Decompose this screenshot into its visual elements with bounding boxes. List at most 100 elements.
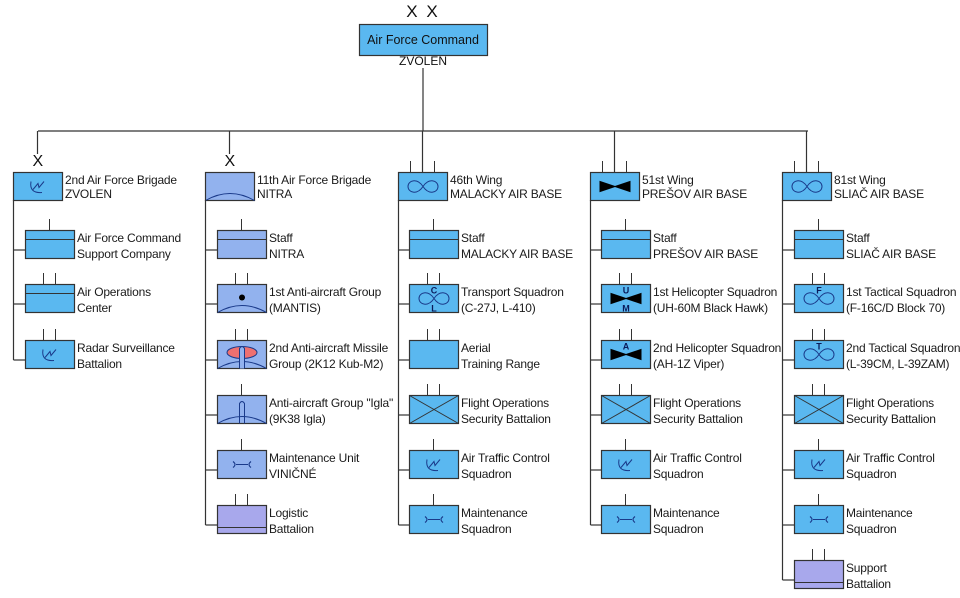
unit-detail: (9K38 Igla)	[269, 412, 326, 426]
unit-box	[216, 504, 268, 535]
unit-detail: (F-16C/D Block 70)	[846, 301, 946, 315]
maintenance-icon	[616, 516, 636, 523]
unit-name: Maintenance	[846, 506, 913, 520]
missile-icon	[239, 401, 245, 424]
unit-4	[205, 439, 268, 480]
maintenance-icon	[809, 516, 829, 523]
unit-detail: Squadron	[461, 467, 512, 481]
unit-detail: Battalion	[77, 357, 122, 371]
radar-signal-icon	[32, 181, 45, 190]
radar-dish-icon	[42, 349, 55, 362]
unit-detail: Center	[77, 301, 112, 315]
unit-name: Logistic	[269, 506, 309, 520]
rotary-wing-icon	[599, 180, 631, 193]
unit-0	[205, 219, 268, 260]
aircraft-type-letter: A	[623, 342, 630, 352]
unit-box-head	[12, 171, 64, 202]
unit-detail: (AH-1Z Viper)	[653, 357, 725, 371]
unit-location: SLIAČ AIR BASE	[834, 187, 924, 201]
unit-detail: Squadron	[846, 522, 897, 536]
unit-name: Air Force Command	[77, 231, 181, 245]
hq-title: Air Force Command	[367, 32, 479, 47]
radar-signal-icon	[44, 349, 57, 358]
unit-name: 1st Tactical Squadron	[846, 285, 957, 299]
column-51st-wing: UM A	[589, 131, 652, 535]
unit-name: 81st Wing	[834, 173, 886, 187]
unit-name: 2nd Anti-aircraft Missile	[269, 341, 389, 355]
unit-5	[782, 494, 845, 535]
unit-name: 2nd Tactical Squadron	[846, 341, 960, 355]
hq-box	[358, 23, 489, 57]
radar-dish-icon	[30, 181, 43, 194]
unit-name: Radar Surveillance	[77, 341, 175, 355]
air-defense-arc-icon	[217, 305, 267, 313]
unit-3	[590, 384, 652, 425]
infantry-cross-icon	[794, 395, 844, 424]
unit-name: 1st Anti-aircraft Group	[269, 285, 382, 299]
unit-box	[24, 229, 76, 260]
unit-detail: SLIAČ AIR BASE	[846, 247, 936, 261]
unit-2: A	[590, 329, 652, 370]
unit-name: Flight Operations	[846, 396, 934, 410]
unit-location: MALACKY AIR BASE	[450, 187, 562, 201]
maintenance-icon	[232, 461, 252, 468]
unit-name: 1st Helicopter Squadron	[653, 285, 778, 299]
unit-detail: (C-27J, L-410)	[461, 301, 536, 315]
brigade-echelon-marker: X	[224, 153, 236, 170]
rotary-wing-icon	[610, 292, 642, 305]
unit-name: Air Traffic Control	[653, 451, 742, 465]
unit-detail: Battalion	[846, 577, 891, 591]
unit-name: Maintenance Unit	[269, 451, 360, 465]
missile-icon	[239, 346, 245, 369]
unit-4	[590, 439, 652, 480]
unit-name: Maintenance	[461, 506, 528, 520]
aircraft-type-letter: C	[431, 286, 438, 296]
unit-name: Staff	[269, 231, 293, 245]
fixed-wing-icon	[803, 348, 835, 361]
unit-detail: Squadron	[846, 467, 897, 481]
unit-name: Support	[846, 561, 887, 575]
unit-location: NITRA	[257, 187, 293, 201]
unit-box	[216, 229, 268, 260]
radar-signal-icon	[813, 459, 826, 468]
maintenance-icon	[424, 516, 444, 523]
unit-detail: Security Battalion	[461, 412, 551, 426]
aircraft-type-letter: T	[816, 342, 822, 352]
unit-2: T	[782, 329, 845, 370]
unit-1	[13, 273, 76, 314]
unit-detail: (UH-60M Black Hawk)	[653, 301, 768, 315]
unit-box	[793, 449, 845, 480]
unit-box	[24, 283, 76, 314]
unit-detail: PREŠOV AIR BASE	[653, 247, 759, 261]
fixed-wing-icon	[407, 180, 439, 193]
aircraft-type-letter: U	[623, 286, 630, 296]
unit-1	[205, 273, 268, 314]
aircraft-type-letter: M	[622, 304, 630, 314]
unit-name: Staff	[461, 231, 485, 245]
brigade-echelon-marker: X	[32, 153, 44, 170]
unit-detail: Group (2K12 Kub-M2)	[269, 357, 384, 371]
infantry-cross-icon	[409, 395, 459, 424]
unit-name: 2nd Helicopter Squadron	[653, 341, 782, 355]
unit-detail: (MANTIS)	[269, 301, 321, 315]
unit-4	[782, 439, 845, 480]
unit-1: UM	[590, 273, 652, 314]
unit-3	[205, 384, 268, 425]
radar-signal-icon	[428, 459, 441, 468]
unit-name: Air Operations	[77, 285, 151, 299]
radar-dish-icon	[618, 459, 631, 472]
unit-0	[398, 219, 460, 260]
unit-box	[600, 449, 652, 480]
unit-location: PREŠOV AIR BASE	[642, 187, 748, 201]
radar-dish-icon	[426, 459, 439, 472]
hq-echelon-marker: X X	[406, 2, 440, 21]
unit-detail: Support Company	[77, 247, 171, 261]
unit-5	[590, 494, 652, 535]
unit-6	[782, 549, 845, 590]
unit-0	[13, 219, 76, 260]
column-11th-brigade	[204, 131, 268, 535]
unit-name: Maintenance	[653, 506, 720, 520]
unit-name: 51st Wing	[642, 173, 694, 187]
unit-detail: VINIČNÉ	[269, 467, 317, 481]
